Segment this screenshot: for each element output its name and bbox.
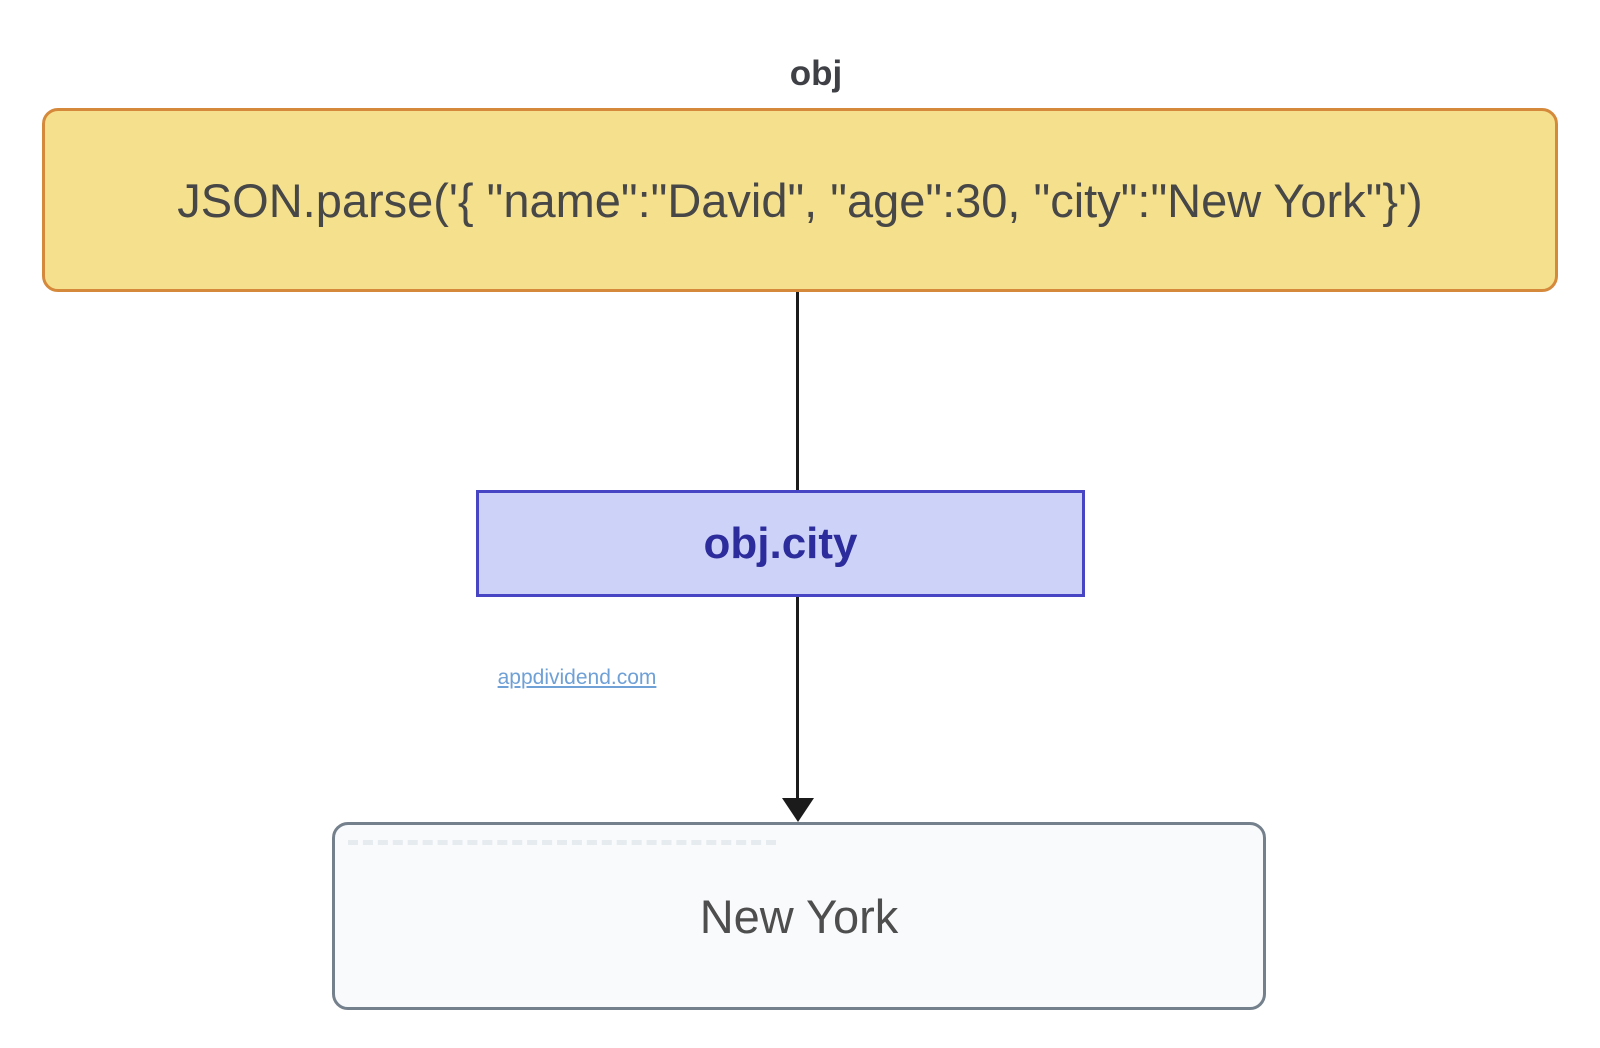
edge-accessor-to-result	[796, 597, 799, 800]
node-obj-city-text: obj.city	[703, 518, 858, 568]
edge-label-obj: obj	[789, 54, 843, 93]
node-json-parse: JSON.parse('{ "name":"David", "age":30, …	[42, 108, 1558, 292]
node-json-parse-text: JSON.parse('{ "name":"David", "age":30, …	[177, 173, 1423, 227]
node-new-york-text: New York	[699, 889, 899, 943]
arrowhead-down-icon	[782, 798, 814, 822]
node-obj-city: obj.city	[476, 490, 1085, 597]
watermark-link[interactable]: appdividend.com	[497, 666, 657, 689]
node-new-york: New York	[332, 822, 1266, 1010]
faint-dashed-artifact	[348, 840, 776, 845]
edge-parse-to-accessor	[796, 292, 799, 490]
